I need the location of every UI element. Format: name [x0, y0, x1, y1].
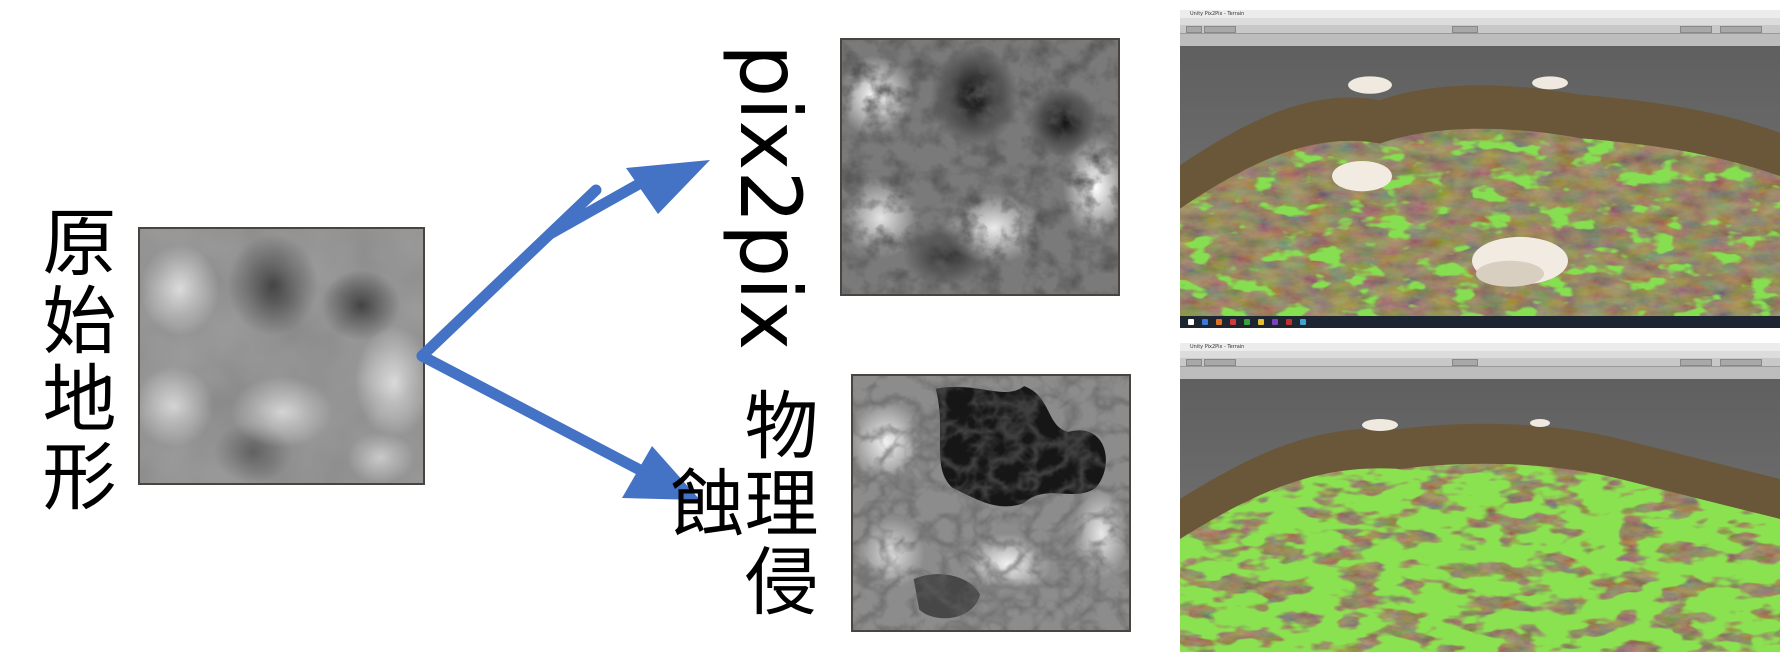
arrow-to-erosion	[416, 350, 700, 500]
original-heightmap-image	[138, 227, 425, 485]
toolbar	[1180, 25, 1780, 34]
terrain-scene	[1180, 46, 1780, 328]
terrain-scene	[1180, 379, 1780, 652]
window-titlebar: Unity Pix2Pix - Terrain	[1180, 10, 1780, 18]
physical-erosion-label: 物理侵蝕	[658, 387, 818, 621]
toolbar	[1180, 358, 1780, 367]
erosion-heightmap-image	[851, 374, 1131, 632]
game-view-bar	[1180, 367, 1780, 379]
game-view-bar	[1180, 34, 1780, 46]
arrow-to-pix2pix	[416, 160, 710, 362]
original-terrain-label: 原始地形	[30, 204, 116, 516]
window-titlebar: Unity Pix2Pix - Terrain	[1180, 343, 1780, 351]
branch-arrows	[416, 160, 710, 500]
pix2pix-heightmap-image	[840, 38, 1120, 296]
menu-bar	[1180, 351, 1780, 358]
unity-render-pix2pix: Unity Pix2Pix - Terrain	[1180, 10, 1780, 328]
unity-render-erosion: Unity Pix2Pix - Terrain	[1180, 343, 1780, 652]
menu-bar	[1180, 18, 1780, 25]
pix2pix-label: pix2pix	[721, 44, 819, 351]
taskbar	[1180, 316, 1780, 328]
